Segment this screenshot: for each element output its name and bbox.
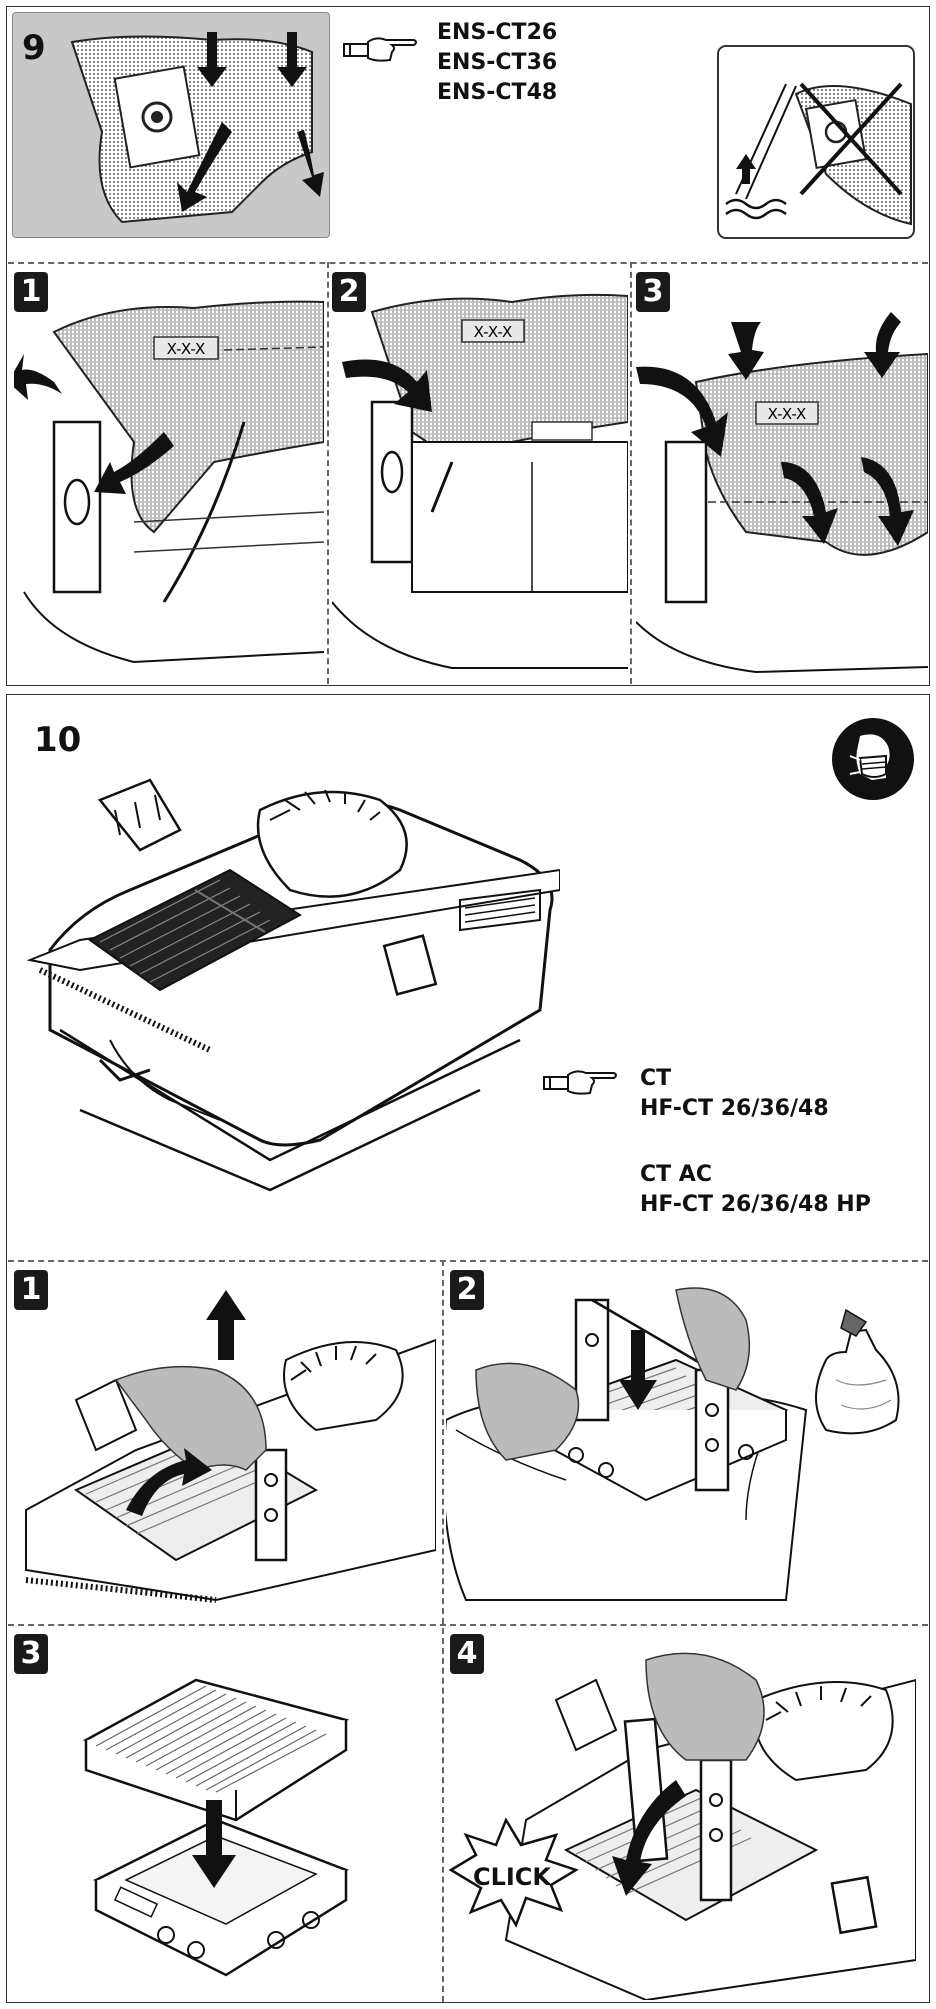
section-10-model-list-1: CT HF-CT 26/36/48 [640,1064,829,1124]
divider [630,262,632,684]
bag-label-text: X-X-X [167,340,206,358]
bag-step-1-illustration: X-X-X [14,300,324,664]
divider [8,262,928,264]
filter-step-4-illustration: CLICK [448,1652,916,2000]
model-label: ENS-CT48 [437,80,558,105]
section-10-number: 10 [34,720,82,760]
model-label: HF-CT 26/36/48 [640,1096,829,1121]
filter-step-3-illustration [82,1678,350,1977]
step-number-1: 1 [14,1270,48,1310]
pointing-hand-icon [543,1070,617,1095]
dust-bag-removal-illustration [70,32,324,224]
divider [8,1260,928,1262]
section-10-model-list-2: CT AC HF-CT 26/36/48 HP [640,1160,871,1220]
no-wet-suction-with-bag-illustration [717,45,915,239]
model-label: ENS-CT36 [437,50,558,75]
respirator-mask-icon [832,718,914,800]
click-text: CLICK [473,1863,552,1891]
vacuum-filter-overview-illustration [26,778,560,1192]
model-label: ENS-CT26 [437,20,558,45]
divider [442,1260,444,2002]
svg-text:X-X-X: X-X-X [474,323,513,341]
bag-step-2-illustration: X-X-X [332,293,628,669]
divider [327,262,329,684]
step-number-1: 1 [14,272,48,312]
section-9-model-list: ENS-CT26 ENS-CT36 ENS-CT48 [437,18,557,108]
bag-step-3-illustration: X-X-X [636,312,928,674]
pointing-hand-icon [343,37,417,62]
section-9-number: 9 [22,28,46,68]
filter-step-2-illustration [446,1287,900,1601]
step-number-2: 2 [450,1270,484,1310]
step-number-3: 3 [14,1634,48,1674]
model-label: HF-CT 26/36/48 HP [640,1192,871,1217]
step-number-2: 2 [332,272,366,312]
filter-step-1-illustration [25,1290,436,1603]
divider [8,1624,928,1626]
svg-text:X-X-X: X-X-X [768,405,807,423]
step-number-3: 3 [636,272,670,312]
step-number-4: 4 [450,1634,484,1674]
model-label: CT [640,1066,672,1091]
model-label: CT AC [640,1162,712,1187]
